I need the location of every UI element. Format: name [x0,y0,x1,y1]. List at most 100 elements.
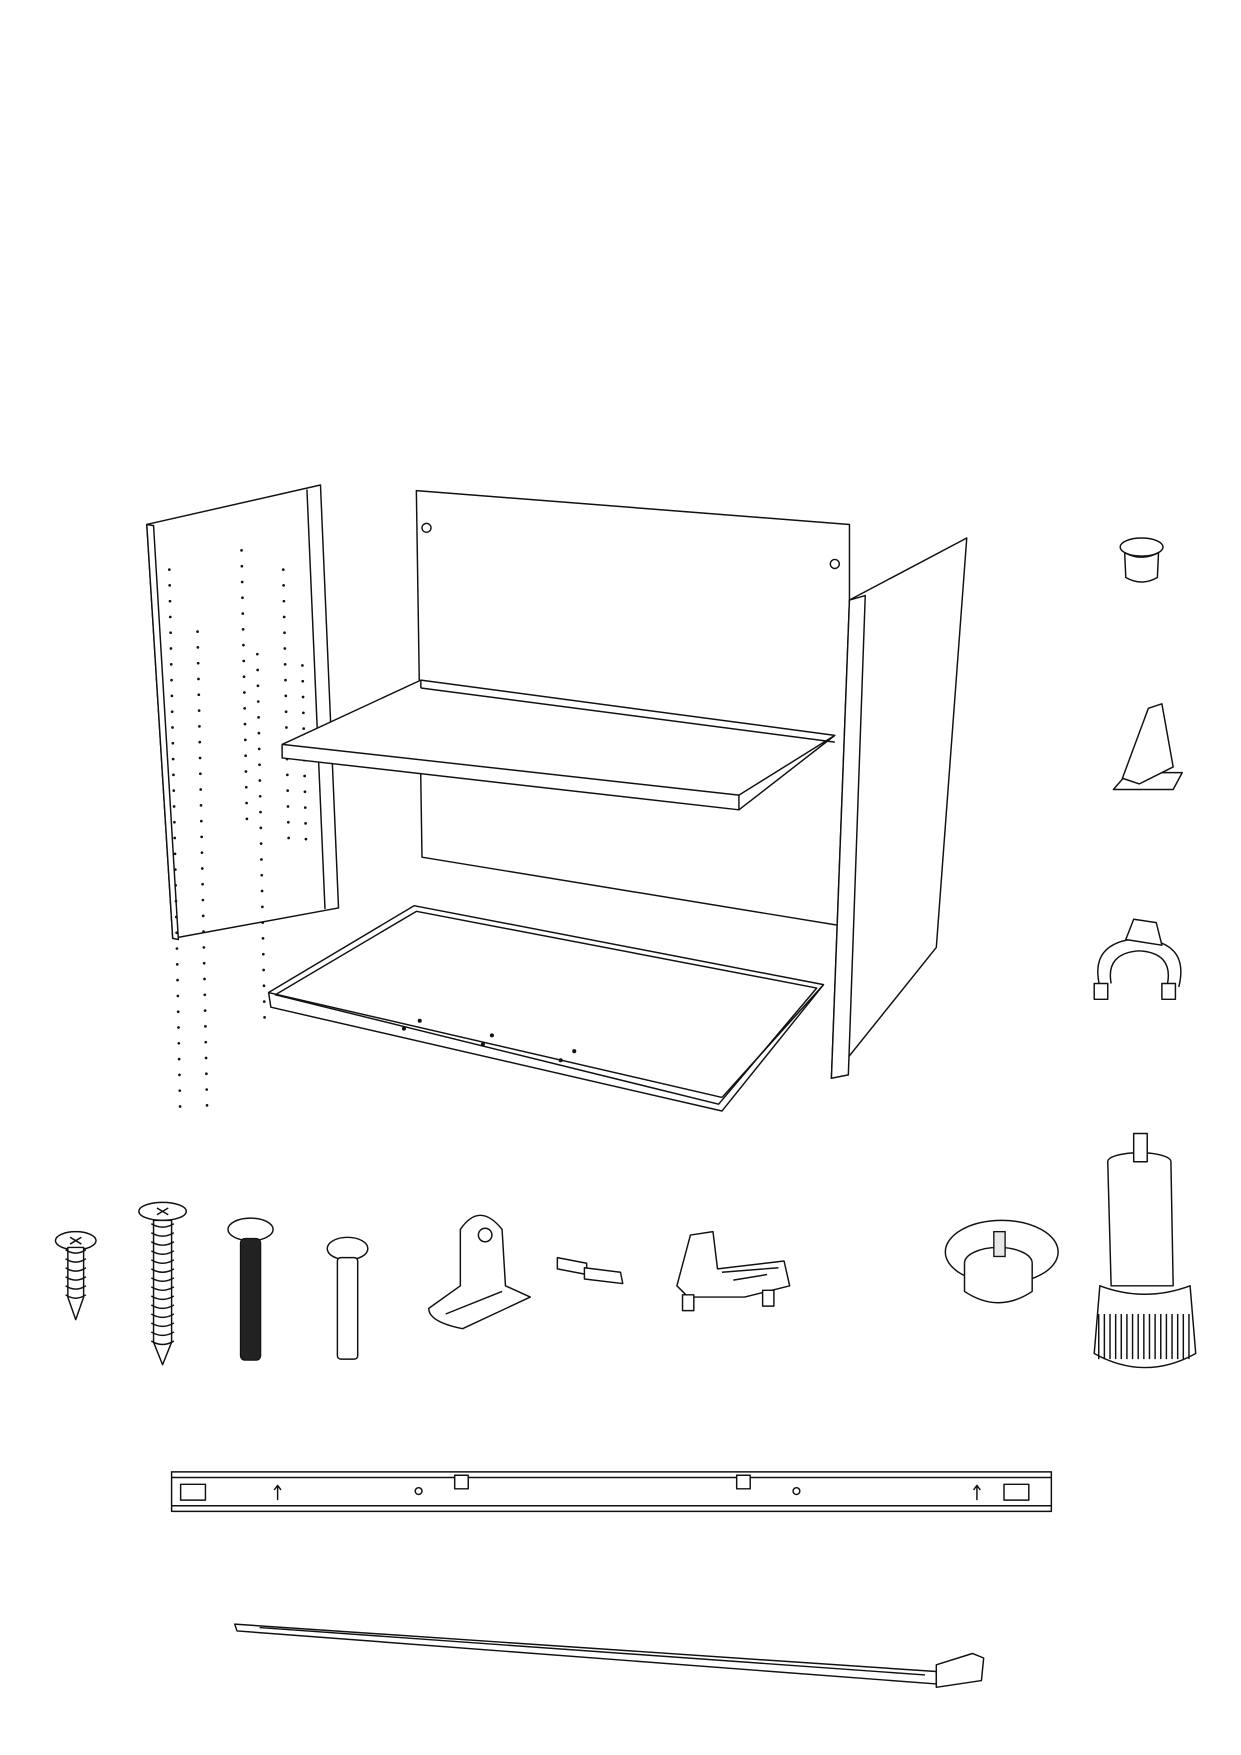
shelf-pin-hole [241,612,245,615]
shelf-pin-hole [255,652,259,656]
shelf-pin-hole [262,1000,266,1003]
shelf-pin-hole [286,789,290,793]
shelf-pin-hole [170,678,173,682]
shelf-pin-hole [240,580,244,584]
shelf-pin-hole [303,806,307,809]
shelf-pin-hole [178,1105,182,1108]
shelf-pin-hole [172,789,176,793]
shelf-pin-hole [256,700,260,703]
shelf-pin-hole [261,905,264,909]
shelf-pin-hole [204,1040,208,1044]
shelf-pin-hole [244,754,247,758]
shelf-pin-hole [301,664,304,667]
screw-thread [150,1277,175,1283]
shelf-pin-hole [175,962,179,966]
shelf-pin-hole [204,1056,208,1060]
shelf-pin-hole [196,646,200,649]
shelf-pin-hole [263,1016,266,1019]
shelf-pin-hole [201,898,205,902]
shelf-pin-hole [174,884,178,887]
shelf-pin-hole [175,947,179,950]
shelf-pin-hole [168,615,172,619]
shelf-pin-hole [303,790,307,794]
shelf-pin-hole [205,1103,209,1107]
shelf-pin-hole [203,1009,207,1012]
shelf-pin-hole [241,596,244,600]
shelf-pin-hole [197,693,201,697]
shelf-pin-hole [258,779,262,782]
shelf-pin-hole [261,937,265,940]
shelf-pin-hole [243,722,247,726]
shelf-pin-hole [202,930,205,933]
shelf-pin-hole [196,630,199,633]
screw-thread [150,1250,175,1255]
shelf-pin-hole [260,873,264,877]
side-panel-right [830,537,968,1079]
shelf-pin-hole [176,978,179,982]
shelf-pin-hole [242,659,246,663]
shelf-pin-hole [287,836,290,840]
screw-thread [150,1268,175,1273]
shelf-pin-hole [284,694,288,698]
shelf-pin-hole [178,1089,182,1093]
adjustable-leg [1093,1132,1197,1369]
shelf-pin-hole [205,1088,209,1091]
shelf-pin-hole [261,952,265,956]
shelf-pin-hole [174,915,178,919]
shelf-pin-hole [177,1057,181,1061]
shelf-pin-hole [261,921,265,924]
cap [1119,537,1164,583]
shelf-pin-hole [286,805,290,808]
shelf-pin-hole [258,794,262,798]
shelf-pin-hole [173,868,177,871]
shelf-pin-hole [204,1025,207,1028]
shelf-pin-hole [258,763,261,767]
shelf-pin-hole [256,668,259,672]
shelf-pin-hole [197,677,200,681]
shelf-pin-hole [259,842,263,846]
shelf-pin-hole [284,678,287,682]
screw-thread [65,1258,87,1263]
shelf-pin-hole [203,993,207,997]
shelf-pin-hole [257,715,260,719]
suspension-rail [170,1471,1053,1513]
shelf-pin-hole [168,599,172,603]
screw-thread [65,1285,87,1290]
shelf-pin-hole [282,584,285,587]
shelf-pin-hole [240,564,244,568]
shelf-pin-hole [281,568,285,571]
shelf-pin-hole [262,984,266,988]
screw-thread [150,1331,175,1337]
machine-bolt [227,1217,274,1361]
shelf-pin-hole [283,647,287,650]
shelf-pin-hole [301,679,305,683]
shelf-pin-hole [178,1073,181,1077]
leg-base-plate [944,1219,1059,1304]
shelf-pin-hole [282,615,286,619]
shelf-pin-hole [199,819,203,823]
shelf-pin-hole [205,1072,208,1076]
shelf-pin-hole [302,727,306,730]
shelf-pin-hole [243,706,247,710]
shelf [281,679,836,811]
shelf-pin-hole [173,852,177,856]
shelf-pin-hole [196,661,200,665]
shelf-pin-hole [202,961,206,965]
shelf-pin-hole [173,820,176,824]
screw-thread [65,1294,87,1299]
shelf-pin-hole [175,931,178,935]
shelf-pin-hole [245,801,248,805]
wood-screw-long [138,1201,187,1366]
shelf-pin-hole [198,756,202,760]
shelf-pin-hole [240,549,243,552]
shelf-pin-hole [242,675,246,679]
wood-screw-short [54,1230,97,1321]
shelf-pin-hole [200,851,204,855]
shelf-pin-hole [172,773,175,777]
connector-pin [326,1236,369,1360]
shelf-pin-hole [286,820,290,824]
shelf-pin-hole [243,738,247,742]
shelf-pin-hole [177,1041,181,1045]
